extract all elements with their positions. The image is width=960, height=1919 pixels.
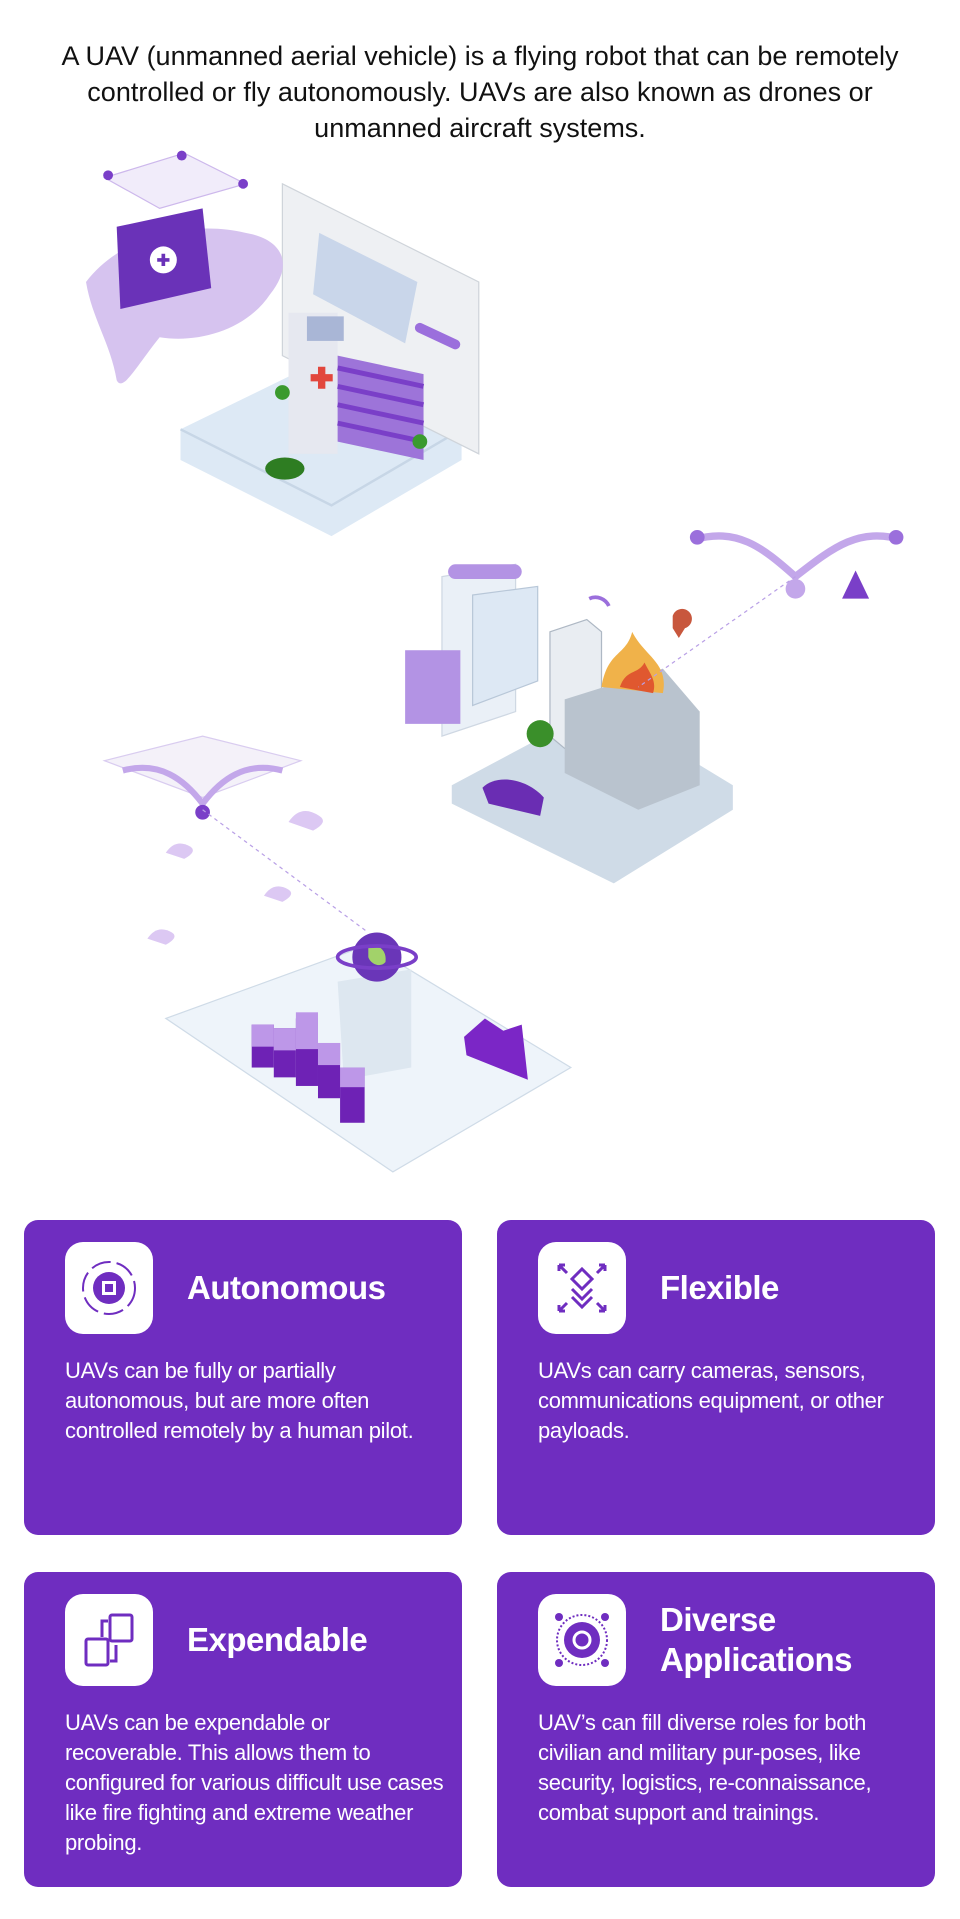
network-gear-icon (538, 1594, 626, 1686)
boxes-exchange-icon (65, 1594, 153, 1686)
card-body: UAVs can be fully or partially autonomou… (65, 1358, 414, 1443)
data-scene (102, 735, 573, 1173)
card-title: Autonomous (187, 1269, 386, 1306)
card-diverse-applications: Diverse Applications UAV’s can fill dive… (497, 1572, 935, 1887)
card-expendable: Expendable UAVs can be expendable or rec… (24, 1572, 462, 1887)
fire-scene (405, 529, 904, 884)
card-title: Flexible (660, 1269, 779, 1306)
card-title: Diverse Applications (660, 1601, 853, 1678)
intro-text: A UAV (unmanned aerial vehicle) is a fly… (61, 41, 899, 143)
drone-illustration (86, 150, 904, 1173)
layers-expand-icon (538, 1242, 626, 1334)
card-body: UAV’s can fill diverse roles for both ci… (538, 1710, 872, 1825)
card-body: UAVs can be expendable or recoverable. T… (65, 1710, 444, 1855)
card-title: Expendable (187, 1621, 368, 1658)
gear-chip-cycle-icon (65, 1242, 153, 1334)
card-flexible: Flexible UAVs can carry cameras, sensors… (497, 1220, 935, 1535)
card-autonomous: Autonomous UAVs can be fully or partiall… (24, 1220, 462, 1535)
hospital-scene (86, 150, 480, 537)
card-body: UAVs can carry cameras, sensors, communi… (538, 1358, 884, 1443)
